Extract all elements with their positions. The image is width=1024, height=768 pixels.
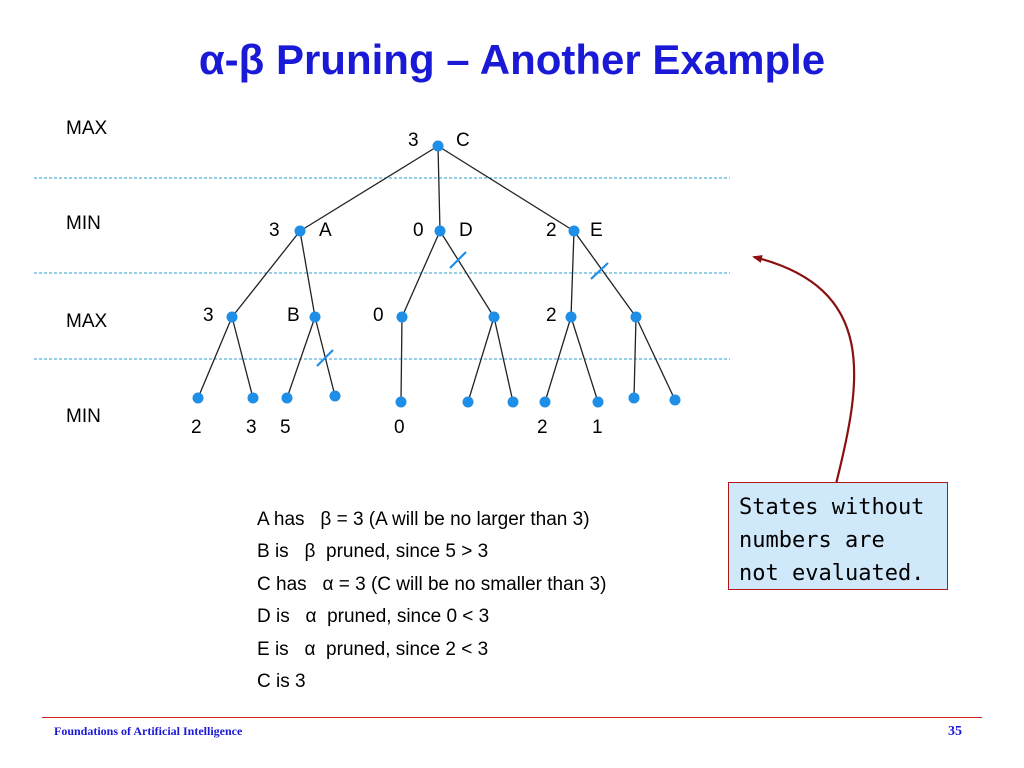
leaf-node <box>462 396 474 408</box>
node-d2 <box>488 311 500 323</box>
page-number: 35 <box>948 724 962 739</box>
leaf-node <box>329 390 341 402</box>
leaf-value: 3 <box>246 417 257 438</box>
node-a-value: 3 <box>269 220 280 241</box>
node-d1-value: 0 <box>373 305 384 326</box>
prune-mark-b <box>316 349 334 367</box>
explanation-line: D is α pruned, since 0 < 3 <box>257 606 490 628</box>
slide-title: α-β Pruning – Another Example <box>198 36 826 83</box>
leaf-node <box>628 392 640 404</box>
leaf-node <box>192 392 204 404</box>
explanation-line: C has α = 3 (C will be no smaller than 3… <box>257 573 607 595</box>
leaf-node <box>539 396 551 408</box>
annotation-arrow <box>752 255 856 485</box>
node-a-letter: A <box>319 220 332 241</box>
leaf-node <box>247 392 259 404</box>
node-e1-value: 2 <box>546 305 557 326</box>
level-label-min: MIN <box>66 213 101 234</box>
level-label-max: MAX <box>66 311 108 332</box>
node-c-value: 3 <box>408 130 419 151</box>
node-a1 <box>226 311 238 323</box>
leaf-value: 1 <box>592 417 603 438</box>
leaf-value: 0 <box>394 417 405 438</box>
prune-mark-d <box>449 251 467 269</box>
node-d1 <box>396 311 408 323</box>
node-d <box>434 225 446 237</box>
leaf-node <box>592 396 604 408</box>
node-d-value: 0 <box>413 220 424 241</box>
node-e1 <box>565 311 577 323</box>
node-c-letter: C <box>456 130 470 151</box>
node-a1-value: 3 <box>203 305 214 326</box>
leaf-value: 5 <box>280 417 291 438</box>
node-a <box>294 225 306 237</box>
node-d-letter: D <box>459 220 473 241</box>
tree-edges <box>197 145 676 403</box>
leaf-value: 2 <box>537 417 548 438</box>
node-b <box>309 311 321 323</box>
prune-mark-e <box>590 262 609 280</box>
node-e2 <box>630 311 642 323</box>
note-callout: States without numbers are not evaluated… <box>728 482 948 590</box>
leaf-node <box>669 394 681 406</box>
node-b-letter: B <box>287 305 300 326</box>
node-e-value: 2 <box>546 220 557 241</box>
explanation-line: B is β pruned, since 5 > 3 <box>257 541 489 563</box>
leaf-node <box>281 392 293 404</box>
level-label-min: MIN <box>66 406 101 427</box>
footer-course-title: Foundations of Artificial Intelligence <box>54 724 243 738</box>
node-e <box>568 225 580 237</box>
explanation-line: E is α pruned, since 2 < 3 <box>257 638 489 660</box>
explanation-line: A has β = 3 (A will be no larger than 3) <box>257 509 590 530</box>
leaf-node <box>507 396 519 408</box>
node-c <box>432 140 444 152</box>
node-e-letter: E <box>590 220 603 241</box>
leaf-node <box>395 396 407 408</box>
footer-divider <box>42 717 982 718</box>
explanation-list: A has β = 3 (A will be no larger than 3)… <box>257 504 606 698</box>
leaf-value: 2 <box>191 417 202 438</box>
tree-nodes <box>192 140 681 408</box>
level-label-max: MAX <box>66 118 108 139</box>
explanation-line: C is 3 <box>257 670 306 692</box>
